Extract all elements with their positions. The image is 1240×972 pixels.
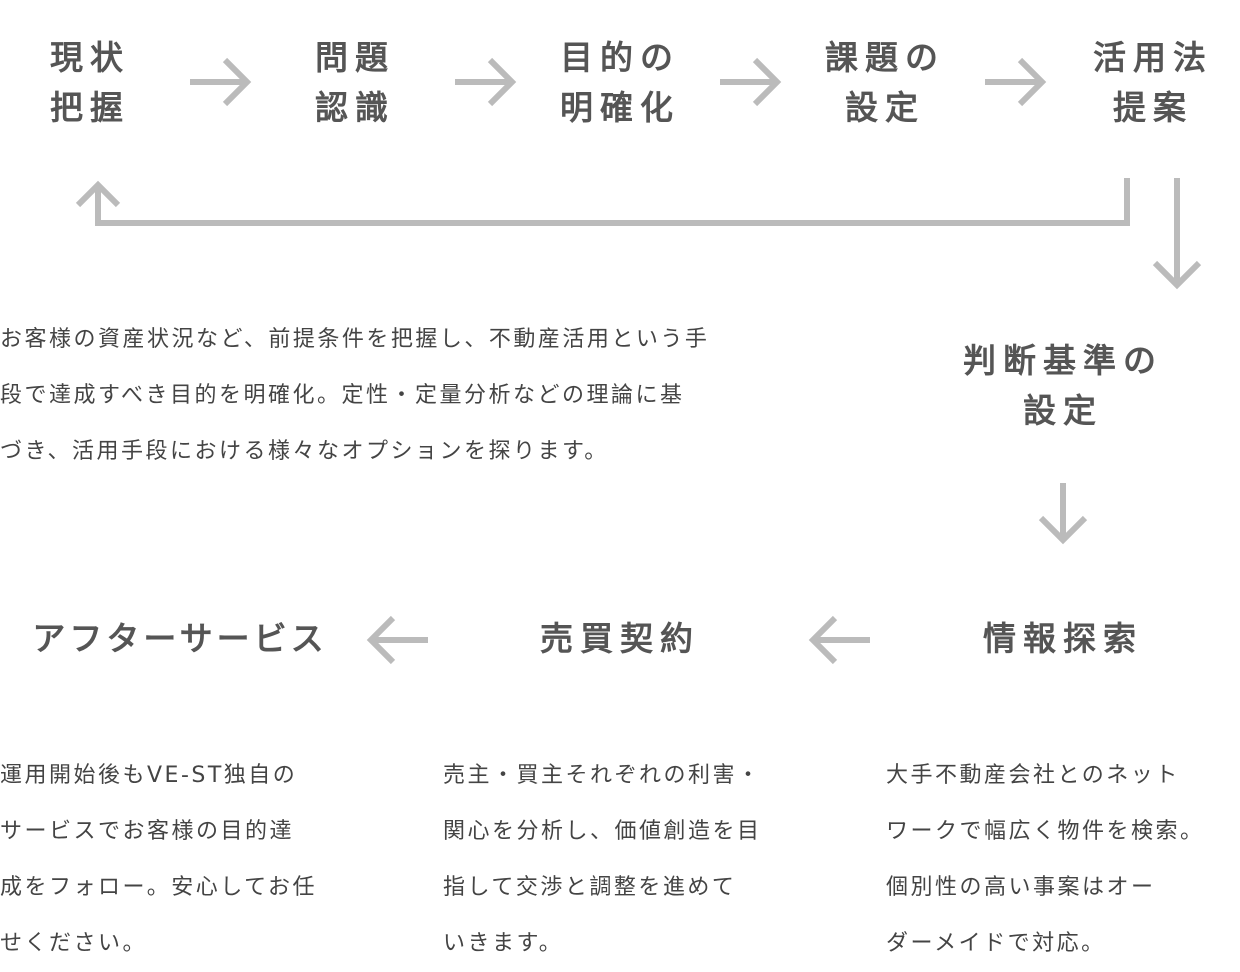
step-label-line1: 活用法 (1093, 38, 1213, 77)
arrow-down-icon (1038, 483, 1088, 545)
desc-line: ワークで幅広く物件を検索。 (886, 819, 1205, 844)
arrow-right-icon (190, 57, 252, 107)
step-label: 情報探索 (983, 619, 1143, 658)
step-label-line1: 目的の (560, 38, 680, 77)
step-label-line1: 問題 (315, 38, 395, 77)
desc-line: サービスでお客様の目的達 (0, 819, 295, 844)
desc-line: せください。 (0, 931, 148, 956)
step-label-line1: 現状 (50, 38, 130, 77)
arrow-right-icon (985, 57, 1047, 107)
step-criteria-setting: 判断基準の 設定 (950, 336, 1176, 436)
after-service-description: 運用開始後もVE-ST独自の サービスでお客様の目的達 成をフォロー。安心してお… (0, 748, 317, 972)
desc-line: 成をフォロー。安心してお任 (0, 875, 317, 900)
desc-line: 運用開始後もVE-ST独自の (0, 763, 298, 788)
loop-back-arrow-icon (75, 178, 1130, 226)
step-label-line2: 設定 (1023, 391, 1103, 430)
desc-line: づき、活用手段における様々なオプションを探ります。 (0, 439, 609, 464)
step-label: アフターサービス (32, 619, 328, 658)
arrow-right-icon (455, 57, 517, 107)
arrow-left-icon (366, 615, 428, 665)
step-after-service: アフターサービス (20, 614, 340, 664)
desc-line: 大手不動産会社とのネット (886, 763, 1180, 788)
step-label: 売買契約 (540, 619, 700, 658)
step-label-line1: 課題の (825, 38, 945, 77)
step-label-line2: 把握 (50, 88, 130, 127)
desc-line: ダーメイドで対応。 (886, 931, 1106, 956)
desc-line: 売主・買主それぞれの利害・ (443, 763, 762, 788)
step-current-state: 現状 把握 (40, 33, 140, 133)
analysis-description: お客様の資産状況など、前提条件を把握し、不動産活用という手 段で達成すべき目的を… (0, 312, 709, 480)
arrow-down-icon (1152, 178, 1202, 290)
desc-line: 個別性の高い事案はオー (886, 875, 1156, 900)
step-label-line2: 認識 (315, 88, 395, 127)
step-label-line1: 判断基準の (963, 341, 1163, 380)
step-sales-contract: 売買契約 (520, 614, 720, 664)
step-label-line2: 設定 (845, 88, 925, 127)
step-problem-recognition: 問題 認識 (305, 33, 405, 133)
step-label-line2: 明確化 (560, 88, 680, 127)
step-usage-proposal: 活用法 提案 (1078, 33, 1228, 133)
arrow-left-icon (808, 615, 870, 665)
step-issue-setting: 課題の 設定 (810, 33, 960, 133)
arrow-right-icon (720, 57, 782, 107)
desc-line: 指して交渉と調整を進めて (443, 875, 737, 900)
desc-line: いきます。 (443, 931, 564, 956)
sales-contract-description: 売主・買主それぞれの利害・ 関心を分析し、価値創造を目 指して交渉と調整を進めて… (443, 748, 762, 972)
information-search-description: 大手不動産会社とのネット ワークで幅広く物件を検索。 個別性の高い事案はオー ダ… (886, 748, 1205, 972)
step-purpose-clarification: 目的の 明確化 (545, 33, 695, 133)
step-information-search: 情報探索 (963, 614, 1163, 664)
desc-line: 関心を分析し、価値創造を目 (443, 819, 762, 844)
desc-line: お客様の資産状況など、前提条件を把握し、不動産活用という手 (0, 327, 710, 352)
desc-line: 段で達成すべき目的を明確化。定性・定量分析などの理論に基 (0, 383, 685, 408)
step-label-line2: 提案 (1113, 88, 1193, 127)
